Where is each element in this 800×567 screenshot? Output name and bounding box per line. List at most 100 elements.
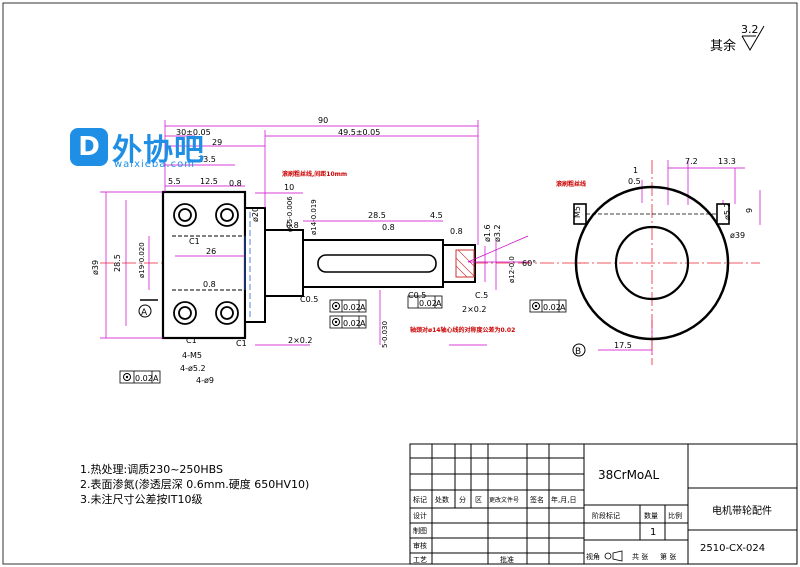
svg-text:23.5: 23.5	[198, 155, 216, 164]
svg-text:更改文件号: 更改文件号	[489, 496, 519, 504]
svg-text:29: 29	[212, 138, 222, 147]
svg-text:标记: 标记	[413, 495, 427, 504]
svg-text:0.8: 0.8	[203, 280, 216, 289]
svg-text:0.02: 0.02	[543, 303, 561, 312]
title-block-text: 38CrMoAL 电机带轮配件 2510-CX-024 阶段标记 数量 比例 1…	[413, 468, 772, 564]
svg-text:M5: M5	[573, 206, 582, 218]
runout-circle-icon	[123, 373, 131, 381]
watermark-name: 外协吧	[112, 133, 205, 168]
svg-text:分: 分	[459, 495, 466, 504]
svg-text:共 张: 共 张	[632, 552, 648, 561]
svg-text:C1: C1	[236, 339, 247, 348]
technical-notes: 1.热处理:调质230~250HBS 2.表面渗氮(渗透层深 0.6mm.硬度 …	[80, 462, 309, 507]
main-shaft	[302, 239, 444, 288]
surface-roughness-symbol: 其余 3.2	[710, 23, 765, 54]
svg-text:C1: C1	[186, 336, 197, 345]
material: 38CrMoAL	[598, 468, 659, 482]
title-block	[409, 443, 798, 565]
svg-text:4.5: 4.5	[430, 211, 443, 220]
svg-text:0.8: 0.8	[229, 179, 242, 188]
svg-text:5-0.030: 5-0.030	[381, 321, 389, 348]
tolerance-frames: 0.02 A 0.02 A 0.02 A 0.02 A 0.02	[119, 295, 567, 384]
svg-text:ø15-0.006: ø15-0.006	[286, 196, 294, 232]
svg-text:12.5: 12.5	[200, 177, 218, 186]
symmetry-note: 轴颈对ø14轴心线的对称度公差为0.02	[410, 326, 515, 334]
svg-text:0.8: 0.8	[286, 221, 299, 230]
red-notes: 滚刷粗丝线,间距10mm 滚刷粗丝线 轴颈对ø14轴心线的对称度公差为0.02	[282, 170, 586, 334]
svg-text:0.8: 0.8	[382, 223, 395, 232]
tolerance-frame: 0.02 A	[329, 315, 367, 329]
svg-text:比例: 比例	[668, 511, 682, 520]
svg-text:制图: 制图	[413, 526, 427, 535]
svg-text:60°: 60°	[522, 259, 536, 268]
drawing-number: 2510-CX-024	[700, 543, 765, 554]
svg-text:10: 10	[284, 183, 294, 192]
svg-text:ø20: ø20	[251, 207, 260, 222]
svg-text:0.02: 0.02	[419, 299, 437, 308]
svg-text:26: 26	[206, 247, 216, 256]
svg-text:A: A	[436, 299, 442, 308]
svg-text:4-ø5.2: 4-ø5.2	[180, 364, 206, 373]
note-1: 1.热处理:调质230~250HBS	[80, 463, 224, 476]
svg-text:2×0.2: 2×0.2	[288, 336, 313, 345]
bolt-hole-icon	[215, 203, 239, 227]
svg-text:30±0.05: 30±0.05	[176, 128, 211, 137]
svg-text:视角: 视角	[586, 552, 600, 561]
svg-text:审核: 审核	[413, 541, 427, 550]
svg-text:C.5: C.5	[475, 291, 488, 300]
svg-text:A: A	[153, 374, 159, 383]
svg-text:9: 9	[745, 208, 754, 213]
svg-text:C0.5: C0.5	[300, 295, 318, 304]
svg-text:0.02: 0.02	[343, 319, 361, 328]
svg-text:0.02: 0.02	[135, 374, 153, 383]
svg-text:A: A	[560, 303, 566, 312]
svg-text:2×0.2: 2×0.2	[462, 305, 487, 314]
svg-text:ø39: ø39	[91, 260, 100, 275]
bolt-hole-icon	[173, 203, 197, 227]
svg-text:ø39: ø39	[730, 231, 745, 240]
svg-text:0.5: 0.5	[628, 177, 641, 186]
svg-text:C0.5: C0.5	[408, 291, 426, 300]
svg-text:A: A	[141, 308, 148, 318]
svg-text:第 张: 第 张	[660, 552, 676, 561]
roughness-value: 3.2	[741, 23, 759, 36]
svg-text:A: A	[360, 319, 366, 328]
svg-text:ø12-0.0: ø12-0.0	[508, 256, 516, 283]
svg-text:4-ø9: 4-ø9	[196, 376, 214, 385]
svg-text:阶段标记: 阶段标记	[592, 511, 620, 520]
svg-text:90: 90	[318, 116, 328, 125]
tolerance-frame: 0.02 A	[529, 299, 567, 313]
datum-b: B	[572, 343, 586, 357]
svg-text:年,月,日: 年,月,日	[551, 495, 576, 504]
svg-text:A: A	[360, 303, 366, 312]
shaft-step	[264, 229, 304, 297]
svg-text:0.8: 0.8	[450, 227, 463, 236]
bolt-holes	[173, 203, 239, 325]
side-outer-circle	[574, 185, 730, 341]
svg-text:ø1.6: ø1.6	[483, 224, 492, 242]
svg-text:签名: 签名	[530, 495, 544, 504]
svg-text:处数: 处数	[435, 495, 449, 504]
side-view	[573, 160, 760, 365]
svg-text:1: 1	[650, 527, 656, 538]
svg-text:数量: 数量	[644, 511, 658, 520]
knurl-note-1: 滚刷粗丝线,间距10mm	[282, 170, 347, 178]
runout-circle-icon	[332, 318, 340, 326]
roughness-check-icon	[741, 25, 765, 51]
thread-hatch	[455, 249, 475, 278]
front-view	[100, 190, 585, 340]
dimension-lines	[100, 120, 761, 355]
svg-text:28.5: 28.5	[368, 211, 386, 220]
svg-text:28.5: 28.5	[113, 254, 122, 272]
runout-circle-icon	[332, 302, 340, 310]
shaft-end	[442, 244, 476, 283]
svg-text:7.2: 7.2	[685, 157, 698, 166]
bolt-hole-icon	[173, 301, 197, 325]
tolerance-frame: 0.02 A	[407, 295, 443, 309]
svg-text:工艺: 工艺	[413, 556, 427, 564]
tolerance-frame: 0.02 A	[329, 299, 367, 313]
svg-text:5.5: 5.5	[168, 177, 181, 186]
runout-circle-icon	[532, 302, 540, 310]
tolerance-frame: 0.02 A	[119, 370, 161, 384]
